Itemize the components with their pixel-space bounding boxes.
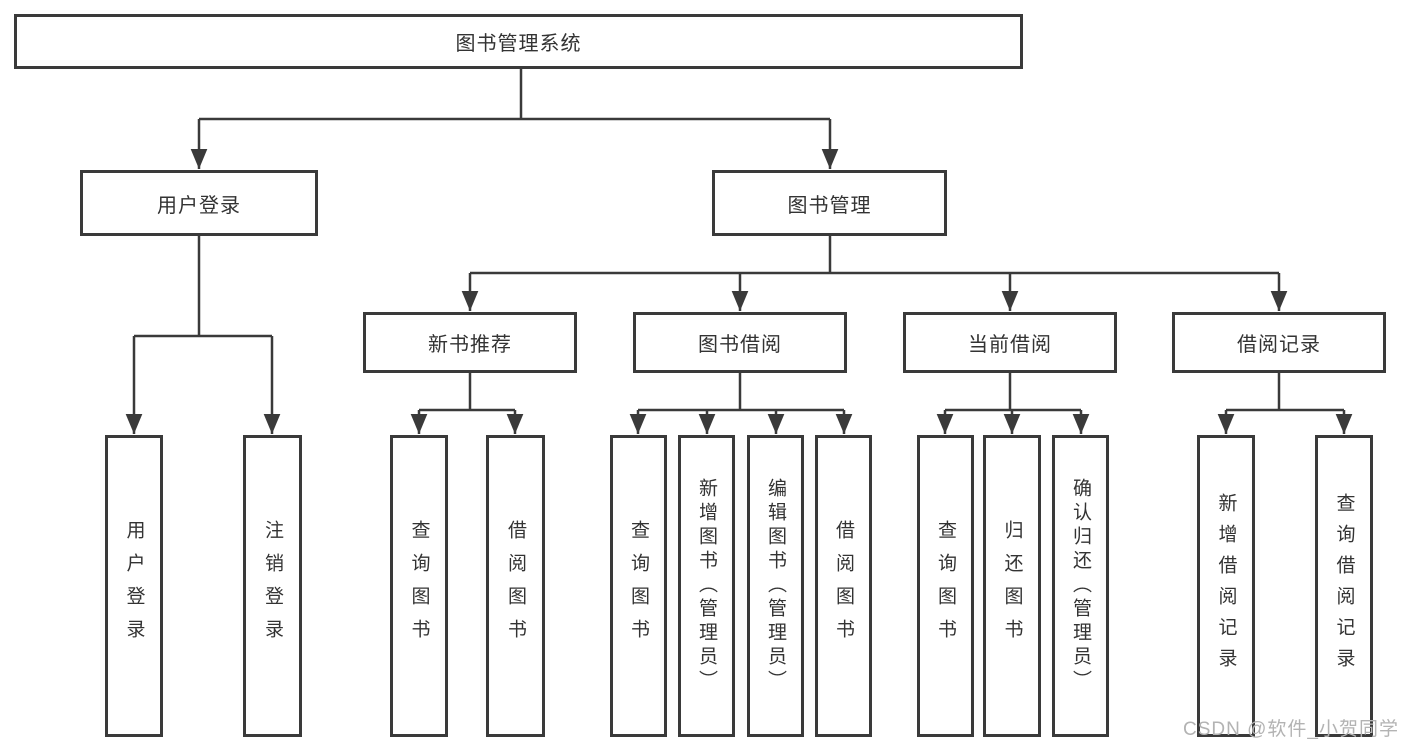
leaf-user-login-label: 用户登录 [123,520,145,652]
leaf-edit-books-admin: 编辑图书（管理员） [747,435,804,737]
node-user-login-label: 用户登录 [157,194,241,217]
leaf-add-borrow-record-label: 新增借阅记录 [1215,493,1237,679]
node-book-borrowing-label: 图书借阅 [698,334,782,356]
leaf-query-books-borrowing: 查询图书 [610,435,667,737]
leaf-logout-label: 注销登录 [262,520,283,652]
leaf-add-books-admin-label: 新增图书（管理员） [696,478,717,694]
leaf-user-login: 用户登录 [105,435,163,737]
leaf-borrow-books-borrowing: 借阅图书 [815,435,872,737]
leaf-logout: 注销登录 [243,435,302,737]
leaf-confirm-return-admin: 确认归还（管理员） [1052,435,1109,737]
leaf-query-books-current-label: 查询图书 [935,520,956,652]
node-book-management: 图书管理 [712,170,947,236]
leaf-query-books-recommend-label: 查询图书 [408,520,430,652]
leaf-query-books-borrowing-label: 查询图书 [628,520,649,652]
node-new-book-recommendation: 新书推荐 [363,312,577,373]
leaf-confirm-return-admin-label: 确认归还（管理员） [1070,478,1091,694]
node-book-borrowing: 图书借阅 [633,312,847,373]
leaf-borrow-books-recommend-label: 借阅图书 [505,520,526,652]
leaf-add-books-admin: 新增图书（管理员） [678,435,735,737]
node-root: 图书管理系统 [14,14,1023,69]
node-borrowing-records-label: 借阅记录 [1237,334,1321,356]
node-book-management-label: 图书管理 [787,194,872,217]
leaf-query-books-recommend: 查询图书 [390,435,448,737]
node-root-label: 图书管理系统 [455,33,582,55]
leaf-return-books: 归还图书 [983,435,1041,737]
node-current-borrowing-label: 当前借阅 [968,334,1052,356]
node-borrowing-records: 借阅记录 [1172,312,1386,373]
leaf-query-borrow-record: 查询借阅记录 [1315,435,1373,737]
watermark: CSDN @软件_小贺同学 [1183,719,1399,740]
leaf-query-borrow-record-label: 查询借阅记录 [1333,493,1355,679]
leaf-borrow-books-recommend: 借阅图书 [486,435,545,737]
leaf-edit-books-admin-label: 编辑图书（管理员） [765,478,786,694]
node-current-borrowing: 当前借阅 [903,312,1117,373]
node-user-login: 用户登录 [80,170,318,236]
node-new-book-recommendation-label: 新书推荐 [428,334,512,356]
leaf-add-borrow-record: 新增借阅记录 [1197,435,1255,737]
leaf-query-books-current: 查询图书 [917,435,974,737]
leaf-return-books-label: 归还图书 [1001,520,1023,652]
leaf-borrow-books-borrowing-label: 借阅图书 [833,520,854,652]
